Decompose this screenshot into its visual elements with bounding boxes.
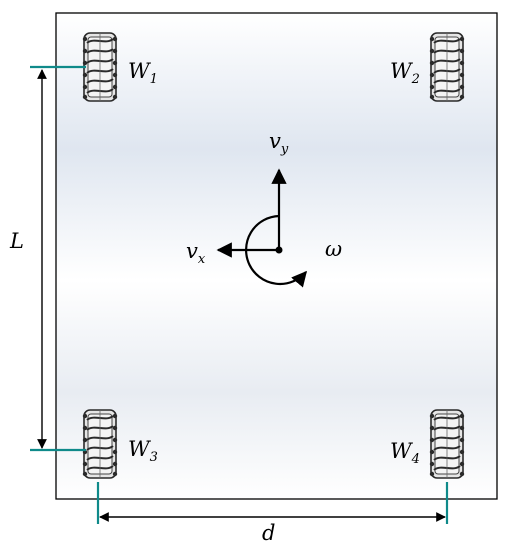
omega-label: ω [325, 237, 342, 261]
wheel-label-w2: W2 [390, 59, 420, 87]
wheel-label-w3: W3 [128, 437, 158, 465]
dimension-d [96, 482, 449, 524]
vy-label: vy [269, 129, 289, 157]
mecanum-wheel-icon [428, 32, 466, 102]
velocity-vectors [216, 168, 307, 288]
rotation-arrow-icon [245, 214, 307, 288]
wheel-label-w4: W4 [390, 439, 420, 467]
mecanum-wheel-icon [428, 409, 466, 479]
vx-label: vx [186, 239, 206, 267]
dimension-L-label: L [9, 229, 24, 253]
dimension-L [30, 65, 86, 452]
mecanum-wheel-icon [81, 32, 119, 102]
dimension-d-label: d [262, 521, 275, 545]
wheel-label-w1: W1 [128, 59, 158, 87]
mecanum-wheel-icon [81, 409, 119, 479]
chassis-plate [55, 12, 498, 500]
